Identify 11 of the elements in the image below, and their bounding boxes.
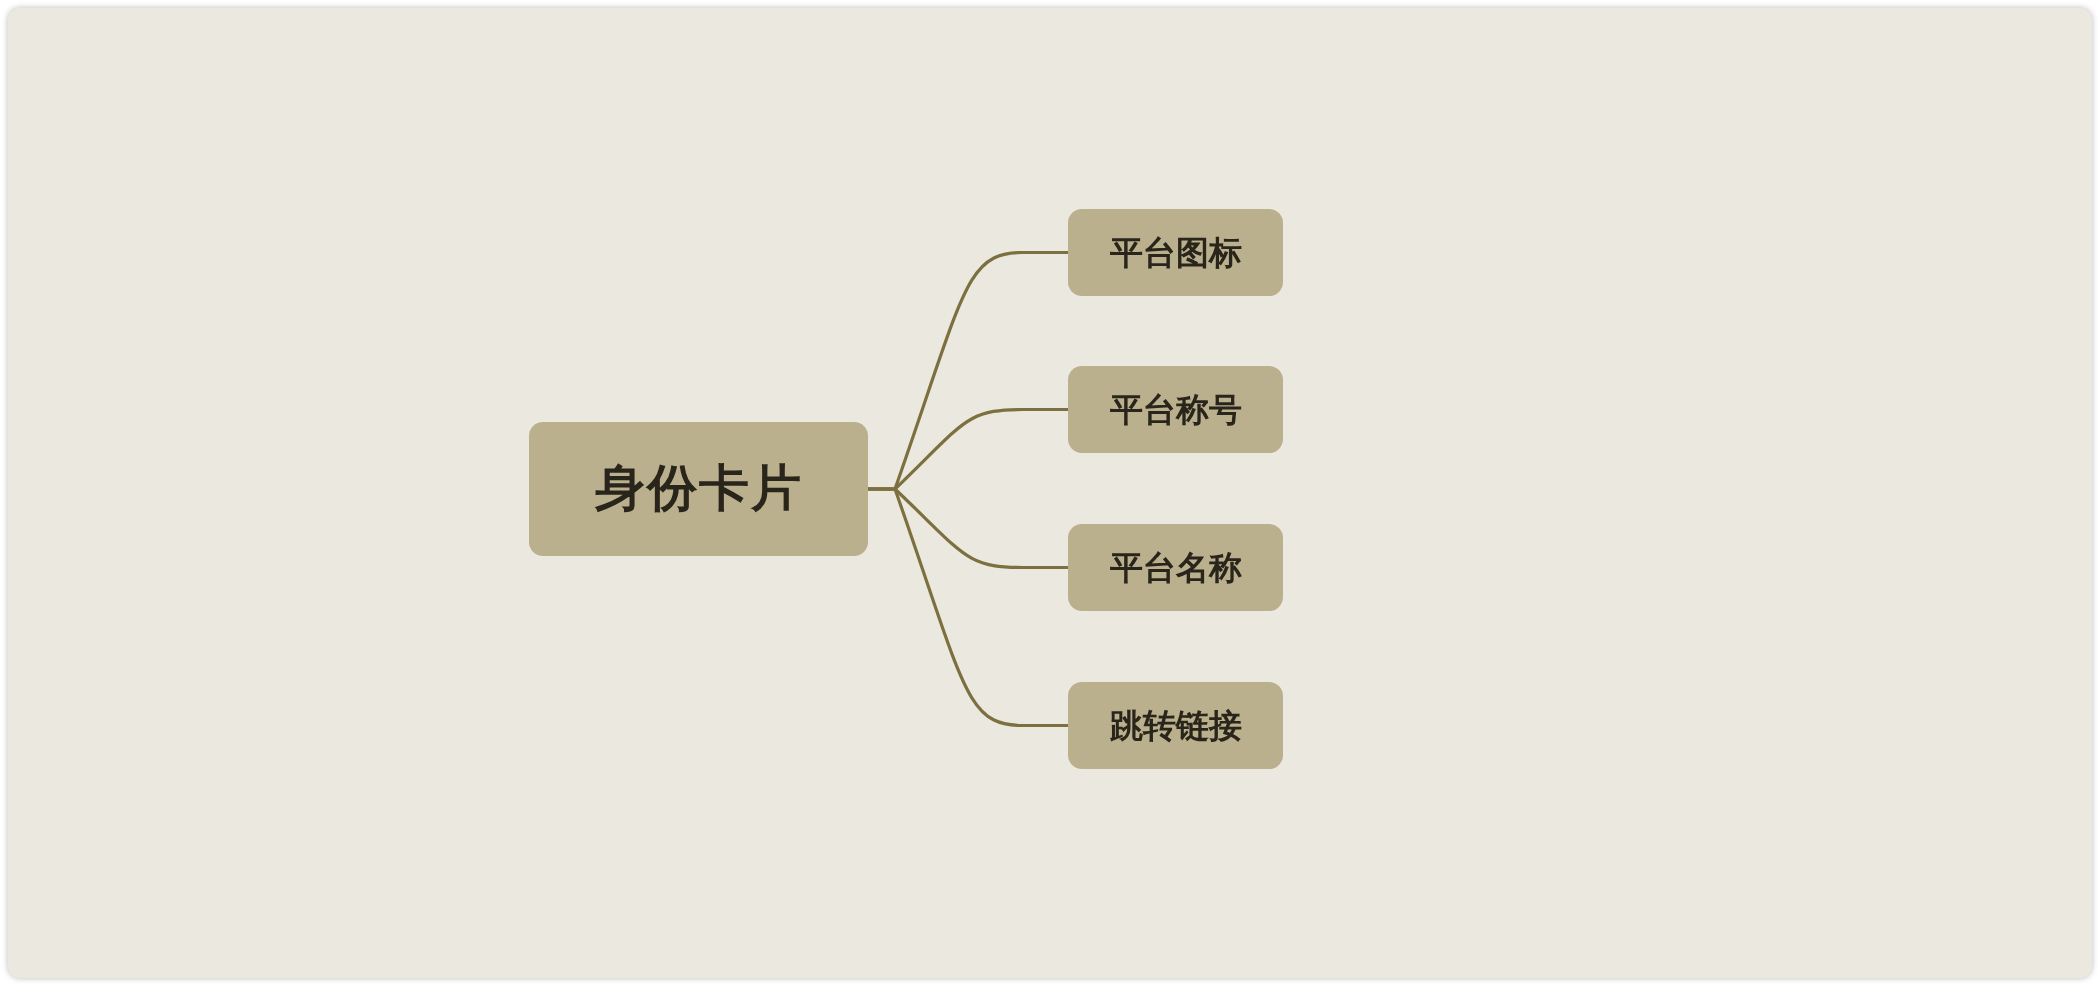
subtopic-box bbox=[1068, 682, 1283, 769]
subtopic-label: 跳转链接 bbox=[1109, 706, 1242, 745]
subtopic-label: 平台名称 bbox=[1109, 548, 1242, 587]
central-topic-label: 身份卡片 bbox=[594, 460, 803, 518]
subtopic-box bbox=[1068, 209, 1283, 296]
central-topic-box bbox=[529, 422, 868, 556]
subtopic-label: 平台图标 bbox=[1109, 233, 1242, 272]
branch-line bbox=[868, 487, 1068, 728]
subtopic-label: 平台称号 bbox=[1109, 390, 1242, 429]
subtopic-box bbox=[1068, 366, 1283, 453]
subtopic-box bbox=[1068, 524, 1283, 611]
